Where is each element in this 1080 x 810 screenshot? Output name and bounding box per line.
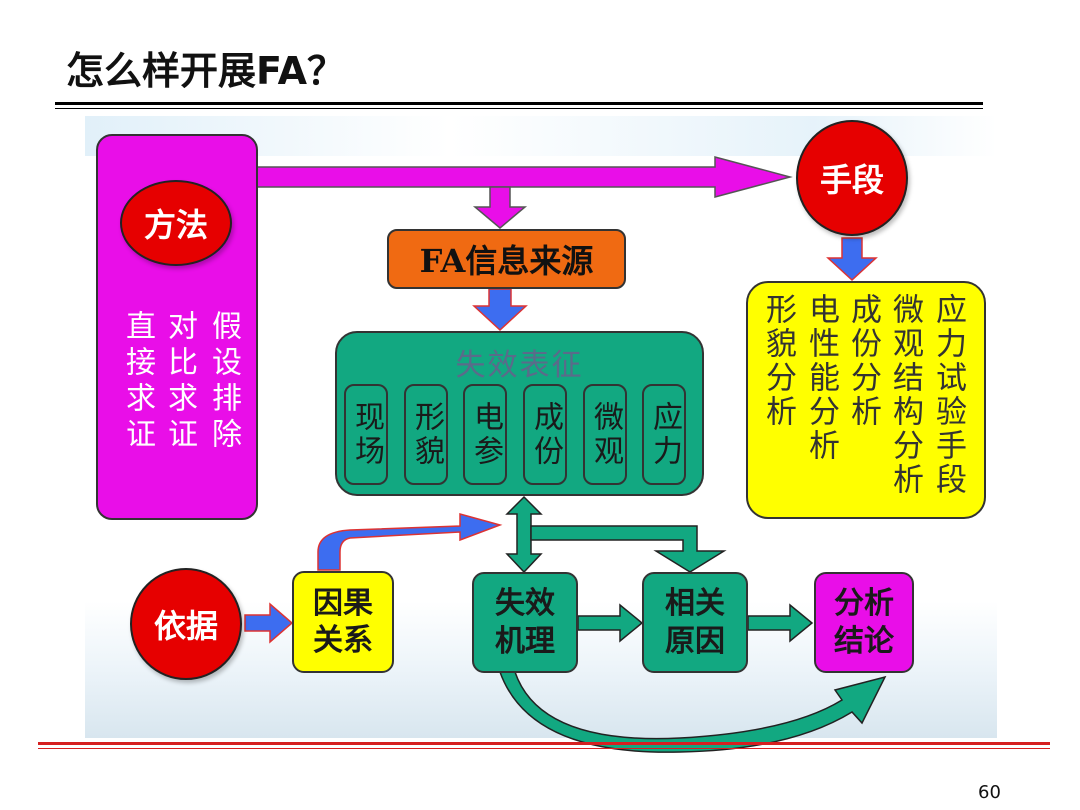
arrow-causality-to-features — [317, 513, 503, 571]
method-col-2: 对比求证 — [162, 310, 197, 454]
means-box — [746, 281, 986, 519]
arrow-method-to-means — [254, 156, 793, 198]
title-rule-thin — [55, 108, 983, 109]
arrow-basis-to-causality — [244, 602, 294, 644]
feature-cell-2: 形貌 — [404, 384, 448, 485]
arrow-cause-to-conclusion — [747, 603, 814, 643]
means-circle: 手段 — [796, 120, 908, 236]
means-col-1: 形貌分析 — [760, 293, 796, 429]
conclusion-label: 分析结论 — [834, 586, 894, 659]
means-col-5: 应力试验手段 — [930, 293, 966, 497]
feature-cell-4: 成份 — [523, 384, 567, 485]
method-col-3: 假设排除 — [206, 310, 241, 454]
info-source-label: FA信息来源 — [419, 242, 594, 280]
basis-circle-label: 依据 — [153, 607, 218, 645]
causality-node: 因果关系 — [292, 571, 394, 673]
arrow-method-to-info — [472, 186, 528, 229]
means-col-2: 电性能分析 — [803, 293, 839, 463]
mechanism-label: 失效机理 — [495, 586, 555, 659]
feature-cell-label: 应力 — [647, 400, 682, 469]
basis-circle: 依据 — [130, 568, 242, 680]
mechanism-node: 失效机理 — [472, 572, 578, 673]
arrow-mechanism-to-conclusion — [498, 671, 887, 753]
feature-cell-5: 微观 — [583, 384, 627, 485]
feature-cell-3: 电参 — [463, 384, 507, 485]
footer-rule-thin — [38, 748, 1050, 749]
failure-features-header: 失效表征 — [455, 348, 584, 383]
feature-cell-label: 形貌 — [409, 400, 444, 469]
means-circle-label: 手段 — [819, 161, 884, 199]
feature-cell-label: 成份 — [528, 400, 563, 469]
cause-node: 相关原因 — [642, 572, 748, 673]
title-rule-thick — [55, 102, 983, 105]
page-number: 60 — [978, 782, 1001, 803]
info-source-box: FA信息来源 — [387, 229, 626, 289]
arrow-info-to-features — [472, 288, 528, 332]
method-col-1: 直接求证 — [120, 310, 155, 454]
feature-cell-6: 应力 — [642, 384, 686, 485]
arrow-means-to-methods — [826, 237, 878, 282]
feature-cell-1: 现场 — [344, 384, 388, 485]
method-circle: 方法 — [120, 180, 232, 266]
feature-cell-label: 电参 — [468, 400, 503, 469]
method-circle-label: 方法 — [143, 206, 208, 244]
means-col-3: 成份分析 — [845, 293, 881, 429]
cause-label: 相关原因 — [665, 586, 725, 659]
feature-cell-label: 微观 — [588, 400, 623, 469]
causality-label: 因果关系 — [313, 585, 373, 659]
page-title: 怎么样开展FA？ — [66, 49, 346, 93]
arrow-features-to-cause — [530, 525, 727, 573]
arrow-mechanism-to-cause — [577, 603, 644, 643]
conclusion-node: 分析结论 — [814, 572, 914, 673]
feature-cell-label: 现场 — [349, 400, 384, 469]
footer-rule-thick — [38, 742, 1050, 745]
means-col-4: 微观结构分析 — [887, 293, 923, 497]
